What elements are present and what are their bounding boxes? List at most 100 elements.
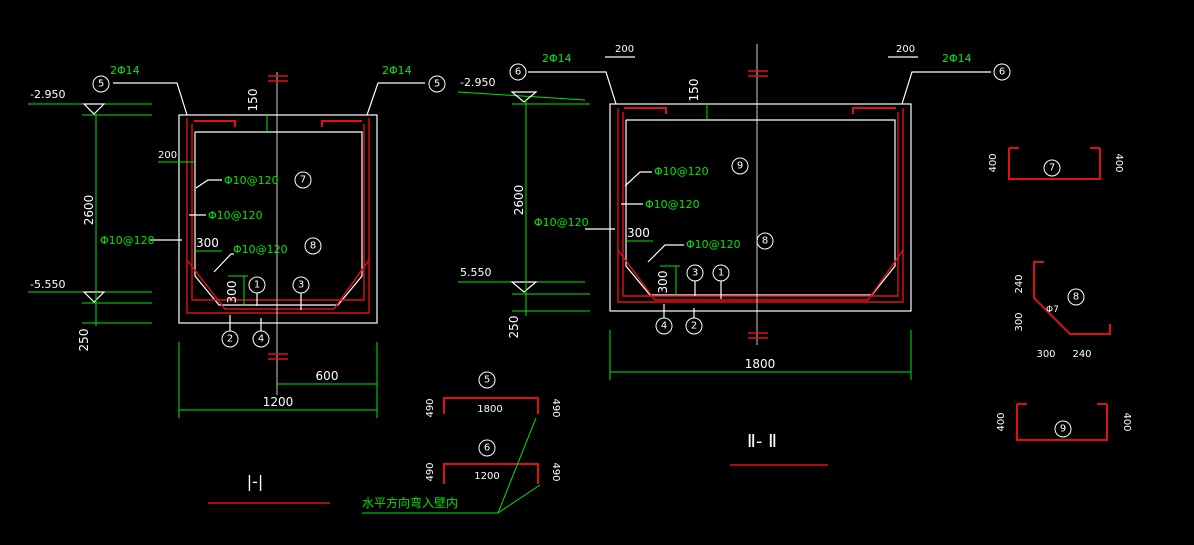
d8-mark: 8 bbox=[1073, 292, 1079, 303]
s1-rebar-d: Φ10@120 bbox=[233, 243, 288, 256]
s2-leader-d bbox=[647, 244, 684, 263]
s1-dim-600: 600 bbox=[316, 369, 339, 383]
s2-rebar-top-left bbox=[624, 107, 667, 114]
s1-elev-top-triangle bbox=[82, 103, 106, 115]
s2-mark-9: 9 bbox=[737, 161, 743, 172]
note-text: 水平方向弯入壁内 bbox=[362, 495, 458, 510]
note-leader-2 bbox=[497, 484, 541, 514]
s2-dim-300-v: 300 bbox=[656, 271, 670, 294]
s2-dim-1800: 1800 bbox=[745, 357, 776, 371]
d9-bar bbox=[1016, 404, 1108, 441]
d6-mark-circle bbox=[478, 439, 496, 457]
s2-mark-8-circle bbox=[756, 232, 774, 250]
s1-rebar-top-right bbox=[321, 120, 362, 127]
s2-mark-9-circle bbox=[731, 157, 749, 175]
s1-rebar-c: Φ10@120 bbox=[100, 234, 155, 247]
s2-title: Ⅱ- Ⅱ bbox=[747, 431, 777, 452]
s2-rebar-b: Φ10@120 bbox=[645, 198, 700, 211]
s1-rebar-top-right-label: 2Φ14 bbox=[382, 64, 412, 77]
d5-bar bbox=[443, 397, 539, 414]
d5-mark-circle bbox=[478, 371, 496, 389]
s1-rebar-inner bbox=[191, 124, 365, 301]
s1-rebar-haunch bbox=[186, 259, 370, 310]
d7-right: 400 bbox=[1113, 153, 1124, 172]
s2-outer-wall bbox=[609, 103, 912, 312]
s1-mark-7: 7 bbox=[300, 175, 306, 186]
s1-dim-1200: 1200 bbox=[263, 395, 294, 409]
d7-bar bbox=[1008, 148, 1101, 180]
s2-rebar-d: Φ10@120 bbox=[686, 238, 741, 251]
s1-mark-7-circle bbox=[294, 171, 312, 189]
d9-mark-circle bbox=[1054, 420, 1072, 438]
s1-rebar-top-left-label: 2Φ14 bbox=[110, 64, 140, 77]
s1-mark-2: 2 bbox=[227, 334, 233, 345]
s2-mark-6-right-circle bbox=[993, 63, 1011, 81]
s1-mark-4: 4 bbox=[258, 334, 264, 345]
s1-rebar-outer bbox=[186, 118, 370, 314]
d8-bar bbox=[1033, 261, 1111, 335]
s1-rebar-b: Φ10@120 bbox=[208, 209, 263, 222]
s2-rebar-haunch bbox=[617, 249, 904, 301]
d9-right: 400 bbox=[1121, 412, 1132, 431]
s2-rebar-top-left-label: 2Φ14 bbox=[542, 52, 572, 65]
s1-mark-8: 8 bbox=[310, 241, 316, 252]
s2-dim-300: 300 bbox=[627, 226, 650, 240]
s1-elev-bottom-triangle bbox=[82, 291, 106, 303]
s2-rebar-top-right-label: 2Φ14 bbox=[942, 52, 972, 65]
s2-mark-1: 1 bbox=[718, 268, 724, 279]
s1-dim-2600: 2600 bbox=[82, 195, 96, 226]
s1-mark-8-circle bbox=[304, 237, 322, 255]
d8-bottom-b: 240 bbox=[1072, 349, 1091, 360]
d6-mark: 6 bbox=[484, 443, 490, 454]
s1-rebar-a: Φ10@120 bbox=[224, 174, 279, 187]
d8-side: 300 bbox=[1014, 312, 1025, 331]
s2-rebar-top-right bbox=[852, 107, 896, 114]
s2-leader-right bbox=[901, 71, 991, 105]
s1-dim-200: 200 bbox=[158, 150, 177, 161]
s2-leader-a bbox=[624, 171, 652, 187]
d5-mark: 5 bbox=[484, 375, 490, 386]
d9-mark: 9 bbox=[1060, 424, 1066, 435]
s2-dim-200-left: 200 bbox=[615, 44, 634, 55]
s1-mark-5-right: 5 bbox=[434, 79, 440, 90]
s1-title: |-| bbox=[247, 472, 264, 491]
d5-left: 490 bbox=[425, 398, 436, 417]
s2-elev-top-line bbox=[457, 91, 586, 101]
s2-leader-left bbox=[528, 71, 617, 105]
s2-elev-top-triangle bbox=[510, 91, 538, 103]
d6-len: 1200 bbox=[474, 471, 499, 482]
d8-angle: Φ7 bbox=[1046, 305, 1059, 315]
s2-mark-8: 8 bbox=[762, 236, 768, 247]
s1-mark-5-left-circle bbox=[92, 75, 110, 93]
s2-mark-6-right: 6 bbox=[999, 67, 1005, 78]
s1-dim-150: 150 bbox=[246, 89, 260, 112]
d6-right: 490 bbox=[550, 462, 561, 481]
s1-mark-3: 3 bbox=[298, 280, 304, 291]
d5-right: 490 bbox=[550, 398, 561, 417]
d7-left: 400 bbox=[988, 153, 999, 172]
s1-leader-right bbox=[366, 82, 425, 116]
s1-leader-left bbox=[113, 82, 188, 116]
s2-mark-2: 2 bbox=[691, 321, 697, 332]
bar-details: 5 1800 490 490 6 1200 490 490 水平方向弯入壁内 7… bbox=[362, 147, 1132, 514]
s1-outer-wall bbox=[178, 114, 378, 324]
d7-mark-circle bbox=[1043, 159, 1061, 177]
s1-rebar-top-left bbox=[194, 120, 236, 127]
s1-leader-a bbox=[195, 179, 222, 189]
s1-mark-5-left: 5 bbox=[98, 79, 104, 90]
s1-mark-5-right-circle bbox=[428, 75, 446, 93]
s2-dim-150: 150 bbox=[687, 79, 701, 102]
s2-dim-200-right: 200 bbox=[896, 44, 915, 55]
s1-elev-top: -2.950 bbox=[30, 88, 65, 101]
d6-left: 490 bbox=[425, 462, 436, 481]
d6-bar bbox=[443, 463, 539, 484]
s2-elev-bottom: 5.550 bbox=[460, 266, 492, 279]
s1-inner-cavity bbox=[194, 131, 363, 306]
section-2-2: 6 6 2Φ14 2Φ14 200 200 -2.950 5.550 2600 … bbox=[457, 44, 1011, 466]
s2-mark-6-left: 6 bbox=[515, 67, 521, 78]
s2-elev-bottom-triangle bbox=[510, 281, 538, 293]
s2-dim-2600: 2600 bbox=[512, 185, 526, 216]
s2-rebar-a: Φ10@120 bbox=[654, 165, 709, 178]
d7-mark: 7 bbox=[1049, 163, 1055, 174]
